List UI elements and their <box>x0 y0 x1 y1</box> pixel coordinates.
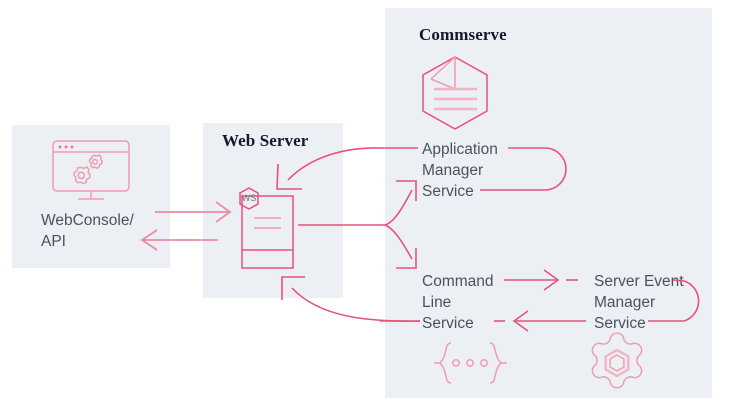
node-label-command-line-service: Command Line Service <box>422 273 494 332</box>
panel-commserve <box>385 8 712 398</box>
node-label-webconsole-api: WebConsole/ API <box>41 212 134 250</box>
node-label-application-manager-service: Application Manager Service <box>422 141 498 200</box>
panel-title-commserve: Commserve <box>419 25 507 44</box>
node-label-server-event-manager-service: Server Event Manager Service <box>594 273 684 332</box>
panel-title-web-server: Web Server <box>222 131 309 150</box>
